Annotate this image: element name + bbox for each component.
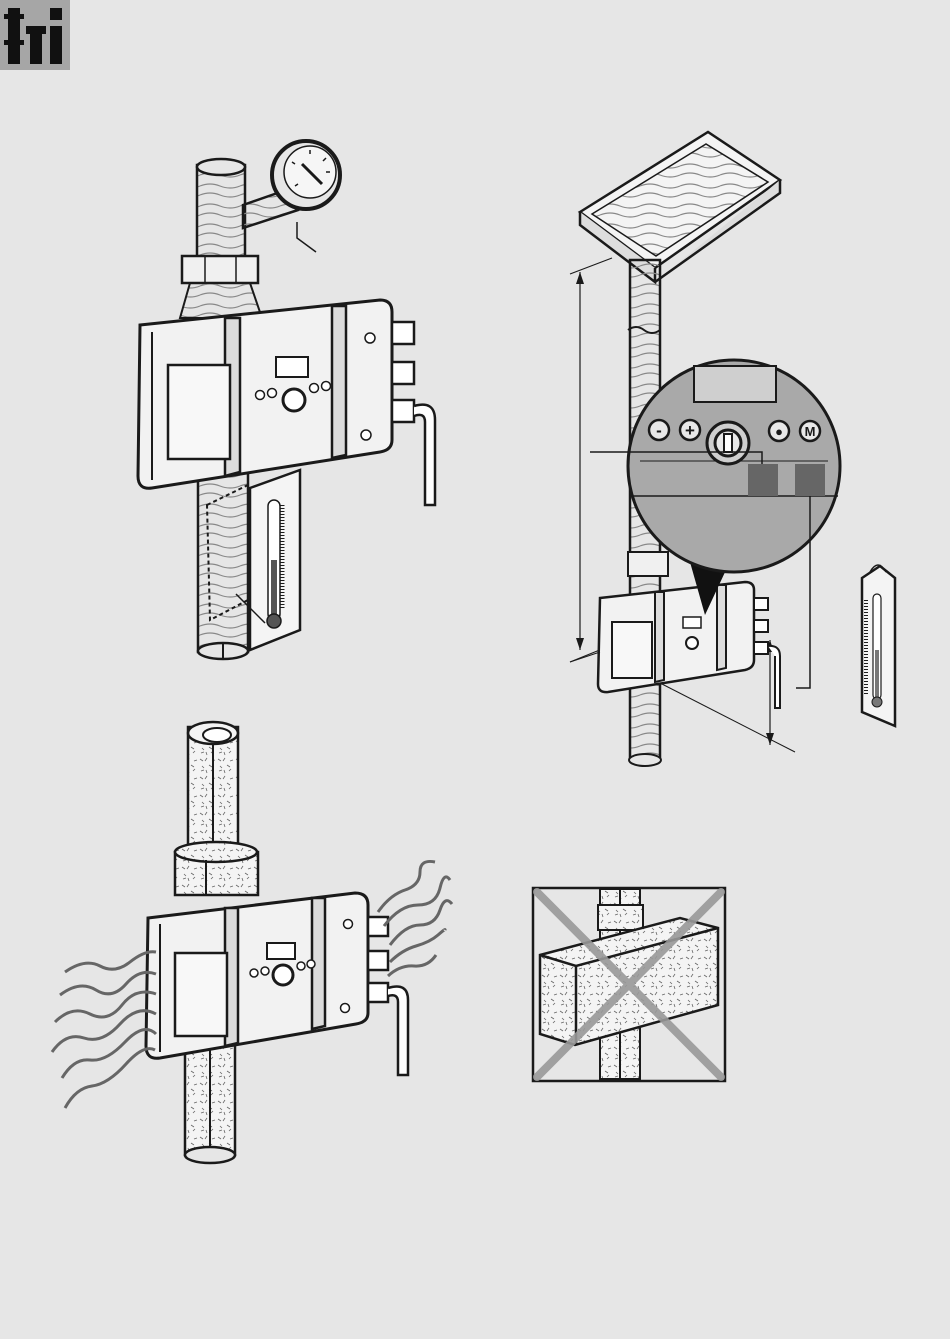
upper-pipe [197,159,245,260]
panel-top-left [138,141,435,659]
controller-insulated [146,893,408,1075]
svg-text:M: M [805,424,816,439]
sensor-cable [414,405,435,505]
display [276,357,308,377]
front-window [168,365,230,459]
indicator-right [795,464,825,496]
plus-button: + [680,420,700,440]
pipe-nut [182,256,258,283]
heat-waves-left [52,952,156,1108]
room-thermometer [862,565,895,726]
minus-button: - [649,420,669,440]
lower-pipe [198,470,248,659]
mode-button: M [800,421,820,441]
controller-small [570,552,780,708]
zoom-detail: - + ● M [628,360,840,572]
svg-text:+: + [685,421,695,440]
svg-text:-: - [656,421,662,440]
panel-top-right: - + ● M [570,132,895,766]
panel-bottom-right [533,888,725,1081]
panel-bottom-left [52,722,452,1163]
pressure-gauge [243,141,340,252]
svg-text:●: ● [775,424,783,439]
knob [283,389,305,411]
indicator-left [748,464,778,496]
enter-button: ● [769,421,789,441]
solar-collector [580,132,780,282]
